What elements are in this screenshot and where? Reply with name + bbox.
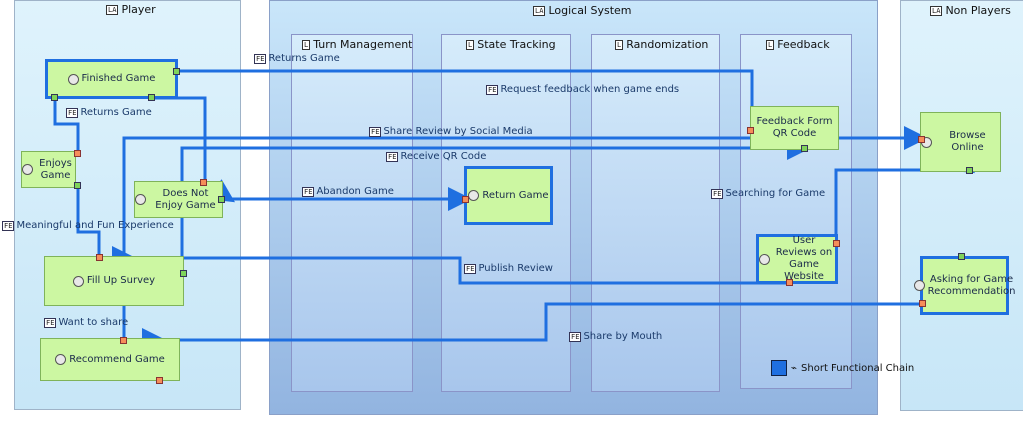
function-finished-game[interactable]: Finished Game xyxy=(45,59,178,99)
link-request-feedback xyxy=(177,69,754,130)
component-icon: L xyxy=(766,39,775,50)
actor-icon: LA xyxy=(106,4,119,15)
lane-non-players xyxy=(900,0,1023,411)
component-turn-management xyxy=(291,34,413,392)
port-in xyxy=(462,196,469,203)
port-out xyxy=(51,94,58,101)
function-feedback-form-qr[interactable]: Feedback Form QR Code xyxy=(750,106,839,150)
component-icon: L xyxy=(302,39,311,50)
port-in xyxy=(918,136,925,143)
function-enjoys-game[interactable]: Enjoys Game xyxy=(21,151,76,188)
port-in xyxy=(96,254,103,261)
function-recommend-game[interactable]: Recommend Game xyxy=(40,338,180,381)
chain-icon: ⌁ xyxy=(791,362,798,374)
actor-icon: LA xyxy=(930,5,943,16)
port-out xyxy=(148,94,155,101)
port-out xyxy=(180,270,187,277)
system-icon: LA xyxy=(533,5,546,16)
exchange-icon: FE xyxy=(66,107,79,118)
function-does-not-enjoy-game[interactable]: Does Not Enjoy Game xyxy=(134,181,223,218)
function-icon xyxy=(135,194,146,205)
port-out xyxy=(218,196,225,203)
function-icon xyxy=(913,280,925,291)
exchange-icon: FE xyxy=(254,53,267,64)
function-icon xyxy=(55,354,67,365)
link-want-to-share xyxy=(122,300,166,352)
port-in xyxy=(156,377,163,384)
function-icon xyxy=(67,73,79,85)
function-return-game[interactable]: Return Game xyxy=(464,166,553,225)
function-icon xyxy=(759,253,770,265)
link-receive-qr xyxy=(180,136,811,280)
function-asking-recommendation[interactable]: Asking for Game Recommendation xyxy=(913,256,1015,315)
exchange-icon: FE xyxy=(386,151,399,162)
port-in xyxy=(919,300,926,307)
link-share-by-mouth xyxy=(160,302,924,342)
exchange-icon: FE xyxy=(302,186,315,197)
function-icon xyxy=(468,190,480,201)
port-in xyxy=(786,279,793,286)
exchange-icon: FE xyxy=(569,331,582,342)
exchange-icon: FE xyxy=(464,263,477,274)
function-icon xyxy=(72,275,84,287)
port-in xyxy=(120,337,127,344)
port-out xyxy=(966,167,973,174)
port-out xyxy=(801,145,808,152)
exchange-icon: FE xyxy=(44,317,57,328)
port-out xyxy=(958,253,965,260)
function-user-reviews[interactable]: User Reviews on Game Website xyxy=(756,234,838,284)
link-returns-game xyxy=(152,96,207,182)
chain-swatch xyxy=(771,360,787,376)
component-randomization xyxy=(591,34,720,392)
component-feedback xyxy=(740,34,852,389)
port-in xyxy=(833,240,840,247)
function-browse-online[interactable]: Browse Online xyxy=(920,112,1001,172)
function-fill-up-survey[interactable]: Fill Up Survey xyxy=(44,256,184,306)
exchange-icon: FE xyxy=(369,126,382,137)
exchange-icon: FE xyxy=(2,220,15,231)
port-out xyxy=(173,68,180,75)
link-enjoys xyxy=(53,98,80,150)
link-searching xyxy=(834,168,970,244)
port-in xyxy=(74,150,81,157)
exchange-icon: FE xyxy=(711,188,724,199)
exchange-icon: FE xyxy=(486,84,499,95)
component-icon: L xyxy=(466,39,475,50)
component-icon: L xyxy=(615,39,624,50)
function-icon xyxy=(22,164,33,175)
port-in xyxy=(747,127,754,134)
link-publish-review xyxy=(130,256,790,285)
legend: ⌁ Short Functional Chain xyxy=(771,360,914,376)
port-in xyxy=(200,179,207,186)
port-out xyxy=(74,182,81,189)
